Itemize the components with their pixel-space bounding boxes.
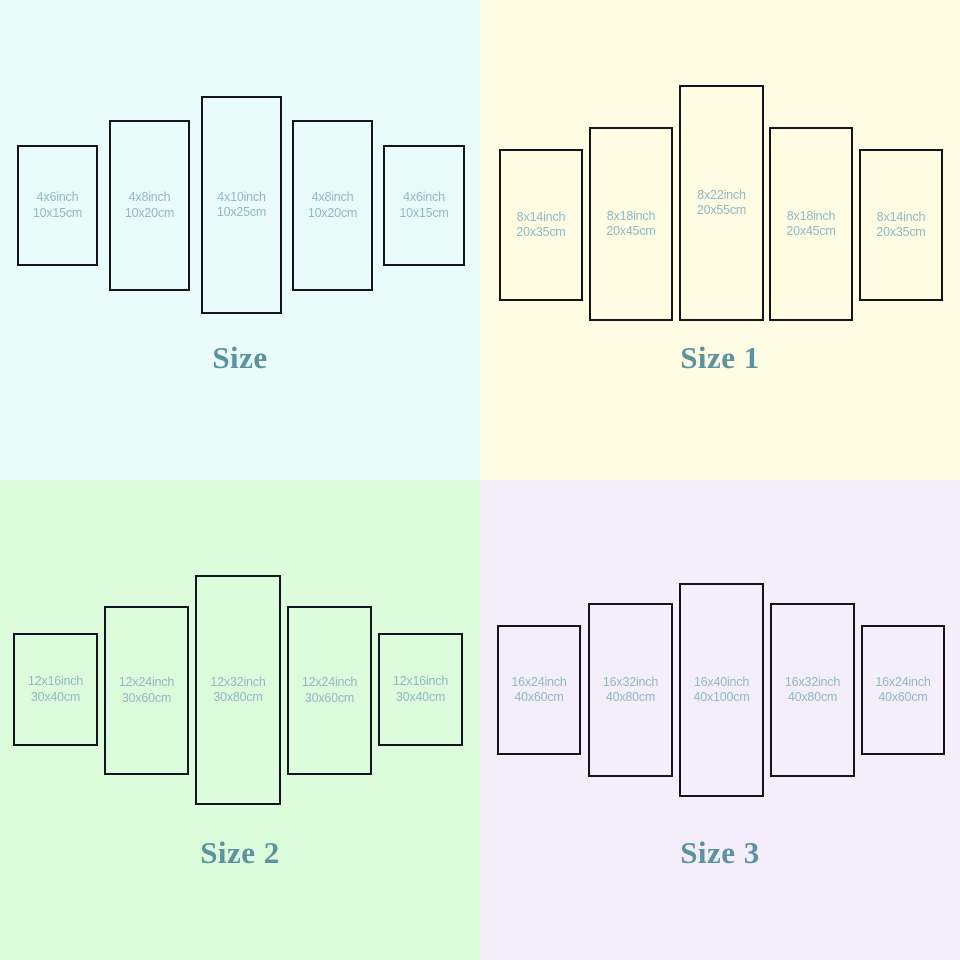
panel-size-inch: 16x40inch [693, 674, 750, 689]
panel-size-inch: 8x14inch [516, 209, 566, 224]
panel-size-inch: 8x22inch [697, 187, 746, 202]
panel-size-cm: 10x20cm [124, 205, 175, 220]
panel-size-inch: 12x16inch [27, 674, 84, 689]
panel-size-inch: 16x24inch [511, 674, 567, 689]
panel-size-inch: 4x10inch [217, 189, 266, 204]
panel-size-inch: 4x6inch [403, 190, 445, 205]
panel-size-cm: 30x80cm [213, 690, 263, 704]
panel-size-inch: 12x16inch [392, 674, 449, 689]
panel-size-cm: 30x60cm [121, 690, 172, 705]
panel-size-cm: 40x100cm [693, 690, 750, 704]
panel-size-inch: 4x6inch [36, 190, 79, 205]
panel-size-cm: 10x15cm [32, 205, 83, 220]
panel-size-cm: 10x15cm [399, 205, 449, 220]
panel-size-inch: 16x32inch [602, 674, 659, 689]
panel-size-inch: 4x8inch [311, 190, 354, 205]
size-option-title-size: Size [212, 340, 268, 375]
panel-size-inch: 8x18inch [606, 208, 656, 223]
panel-size-cm: 20x35cm [516, 225, 566, 239]
size-option-title-size-3: Size 3 [680, 835, 760, 870]
panel-size-inch: 12x32inch [210, 674, 266, 689]
panel-size-cm: 40x80cm [605, 690, 656, 704]
panel-size-inch: 8x14inch [876, 209, 926, 224]
panel-size-inch: 4x8inch [128, 190, 171, 205]
panel-size-inch: 16x24inch [875, 674, 931, 689]
panel-size-cm: 30x40cm [395, 689, 446, 704]
panel-size-cm: 40x60cm [514, 690, 564, 704]
panel-size-cm: 20x35cm [876, 225, 926, 239]
panel-size-cm: 30x40cm [30, 689, 81, 704]
panel-size-cm: 20x45cm [786, 224, 836, 238]
panel-size-inch: 12x24inch [118, 675, 175, 690]
panel-size-cm: 30x60cm [304, 690, 355, 705]
panel-size-cm: 40x60cm [878, 690, 928, 704]
panel-size-cm: 10x20cm [307, 205, 358, 220]
panel-size-inch: 16x32inch [784, 674, 841, 689]
panel-size-cm: 20x45cm [606, 224, 656, 238]
panel-size-cm: 40x80cm [787, 690, 838, 704]
size-option-title-size-1: Size 1 [680, 340, 760, 375]
panel-size-cm: 20x55cm [696, 203, 747, 217]
panel-size-inch: 12x24inch [301, 675, 358, 690]
size-option-title-size-2: Size 2 [200, 835, 280, 870]
panel-size-cm: 10x25cm [216, 205, 267, 219]
panel-size-inch: 8x18inch [786, 208, 836, 223]
